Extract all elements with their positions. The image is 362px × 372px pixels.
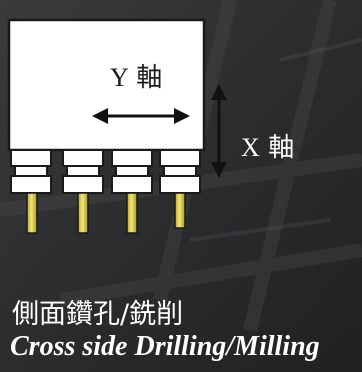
terminal-1 <box>10 149 52 234</box>
x-axis-label: X 軸 <box>241 133 296 162</box>
terminal-4 <box>159 149 201 229</box>
caption-chinese: 側面鑽孔/銑削 <box>12 299 184 330</box>
workpiece-block <box>7 18 206 152</box>
pin-1 <box>26 192 38 234</box>
pin-2 <box>77 192 89 234</box>
caption-english: Cross side Drilling/Milling <box>10 331 320 362</box>
pin-4 <box>174 192 186 229</box>
y-axis-label: Y 軸 <box>110 63 164 92</box>
pin-3 <box>126 192 138 234</box>
terminal-3 <box>111 149 153 234</box>
terminal-2 <box>62 149 104 234</box>
y-axis-arrow <box>92 108 190 124</box>
x-axis-arrow <box>211 84 227 178</box>
